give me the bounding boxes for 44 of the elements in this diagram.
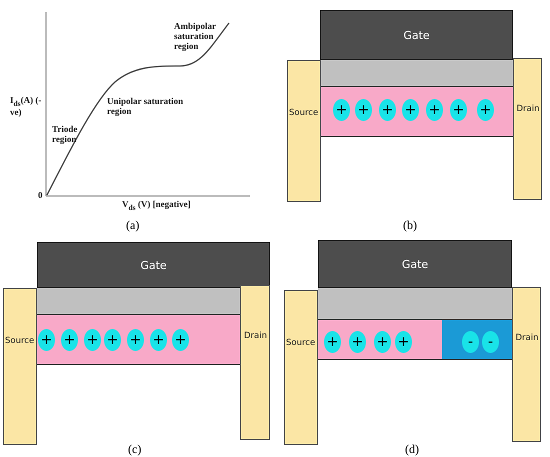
dielectric-layer xyxy=(320,60,513,87)
panel-label: (a) xyxy=(126,218,140,233)
axis-annotation: Ambipolar saturation region xyxy=(174,22,217,52)
charge-circle: + xyxy=(477,99,494,121)
charge-circle: + xyxy=(61,329,78,351)
drain-electrode: Drain xyxy=(512,287,541,442)
axis-title: I$_{ds}$(A) (-ve) xyxy=(10,96,42,118)
charge-circle: + xyxy=(349,331,366,353)
charge-circle: + xyxy=(84,329,101,351)
channel-layer xyxy=(37,315,240,365)
charge-circle: + xyxy=(104,329,121,351)
charge-circle: + xyxy=(450,99,467,121)
source-electrode: Source xyxy=(284,290,318,445)
panel-label: (d) xyxy=(405,442,420,457)
charge-circle: - xyxy=(462,331,479,353)
charge-circle: + xyxy=(127,329,144,351)
charge-circle: + xyxy=(324,331,341,353)
axis-annotation: Unipolar saturation region xyxy=(107,97,184,117)
gate-block: Gate xyxy=(318,240,512,288)
source-electrode: Source xyxy=(287,60,321,202)
charge-circle: + xyxy=(379,99,396,121)
drain-electrode: Drain xyxy=(513,58,542,200)
charge-circle: + xyxy=(172,329,189,351)
charge-circle: + xyxy=(374,331,391,353)
gate-block: Gate xyxy=(320,10,513,60)
charge-circle: + xyxy=(355,99,372,121)
gate-block: Gate xyxy=(37,242,270,288)
charge-circle: + xyxy=(395,331,412,353)
charge-circle: - xyxy=(482,331,499,353)
source-electrode: Source xyxy=(3,288,37,445)
axis-title: V$_{ds}$ (V) [negative] xyxy=(122,200,192,212)
charge-circle: + xyxy=(426,99,443,121)
charge-circle: + xyxy=(333,99,350,121)
charge-circle: + xyxy=(402,99,419,121)
channel-layer xyxy=(320,87,513,137)
drain-electrode: Drain xyxy=(240,285,270,440)
dielectric-layer xyxy=(37,288,240,315)
tick-label: 0 xyxy=(38,191,44,201)
panel-label: (c) xyxy=(128,442,142,457)
dielectric-layer xyxy=(318,288,512,320)
panel-label: (b) xyxy=(403,218,418,233)
charge-circle: + xyxy=(150,329,167,351)
charge-circle: + xyxy=(38,329,55,351)
axis-annotation: Triode region xyxy=(52,125,78,145)
